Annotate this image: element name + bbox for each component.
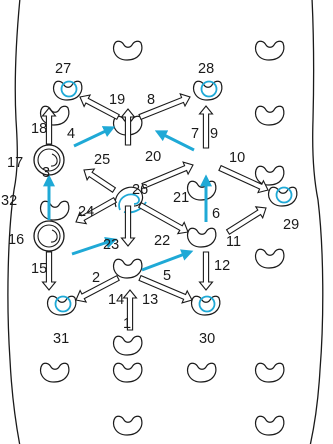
arrow-22 xyxy=(139,203,188,234)
plain-point-14 xyxy=(114,336,142,355)
endpoint-ring-2 xyxy=(202,82,217,97)
label-26: 26 xyxy=(132,182,148,198)
label-13: 13 xyxy=(142,292,158,308)
plain-point-5 xyxy=(256,166,284,185)
arrow-10 xyxy=(219,166,268,193)
label-19: 19 xyxy=(109,92,125,108)
label-layer: 1 2 3 4 5 6 7 8 9 10 11 12 13 14 15 16 1… xyxy=(1,61,299,347)
arrow-4 xyxy=(74,128,112,146)
arrow-7 xyxy=(158,132,194,150)
arrow-11 xyxy=(227,207,266,234)
label-28: 28 xyxy=(198,61,214,77)
label-31: 31 xyxy=(53,331,69,347)
plain-point-1 xyxy=(114,41,142,60)
label-25: 25 xyxy=(94,152,110,168)
label-2: 2 xyxy=(92,270,100,286)
label-8: 8 xyxy=(147,92,155,108)
spiral-curl-1 xyxy=(51,154,57,166)
plain-point-15 xyxy=(188,181,216,200)
plain-point-18 xyxy=(114,259,142,278)
plain-point-11 xyxy=(114,416,142,435)
label-20: 20 xyxy=(145,149,161,165)
endpoint-ring-3 xyxy=(277,188,292,203)
label-12: 12 xyxy=(214,258,230,274)
endpoint-ring-1 xyxy=(62,82,77,97)
spiral-curl-2 xyxy=(51,230,57,242)
endpoint-ring-5 xyxy=(200,297,215,312)
label-32: 32 xyxy=(1,193,17,209)
label-29: 29 xyxy=(283,217,299,233)
label-21: 21 xyxy=(173,190,189,206)
plain-point-2 xyxy=(256,41,284,60)
label-5: 5 xyxy=(163,268,171,284)
body-outline-right xyxy=(310,0,323,444)
plain-point-6 xyxy=(256,249,284,268)
label-15: 15 xyxy=(31,261,47,277)
label-14: 14 xyxy=(108,292,124,308)
arrow-25 xyxy=(84,169,115,192)
arrow-20 xyxy=(122,109,135,145)
body-outline-left xyxy=(8,0,20,444)
label-17: 17 xyxy=(7,155,23,171)
label-27: 27 xyxy=(55,61,71,77)
label-22: 22 xyxy=(154,233,170,249)
label-30: 30 xyxy=(199,331,215,347)
plain-point-17 xyxy=(188,228,216,247)
label-23: 23 xyxy=(103,237,119,253)
label-16: 16 xyxy=(8,232,24,248)
arrow-21 xyxy=(142,162,193,188)
plain-point-9 xyxy=(188,363,216,382)
plain-point-10 xyxy=(256,363,284,382)
endpoint-ring-4 xyxy=(56,297,71,312)
label-24: 24 xyxy=(78,204,94,220)
label-4: 4 xyxy=(67,126,75,142)
plain-point-12 xyxy=(256,416,284,435)
plain-point-4 xyxy=(256,106,284,125)
label-10: 10 xyxy=(229,150,245,166)
label-9: 9 xyxy=(210,126,218,142)
plain-point-7 xyxy=(41,363,69,382)
label-1: 1 xyxy=(123,316,131,332)
arrow-12 xyxy=(200,252,213,290)
label-6: 6 xyxy=(212,206,220,222)
plain-point-13 xyxy=(41,201,69,220)
label-3: 3 xyxy=(42,165,50,181)
plain-point-8 xyxy=(114,363,142,382)
label-7: 7 xyxy=(191,126,199,142)
label-11: 11 xyxy=(226,234,241,250)
label-18: 18 xyxy=(31,121,47,137)
